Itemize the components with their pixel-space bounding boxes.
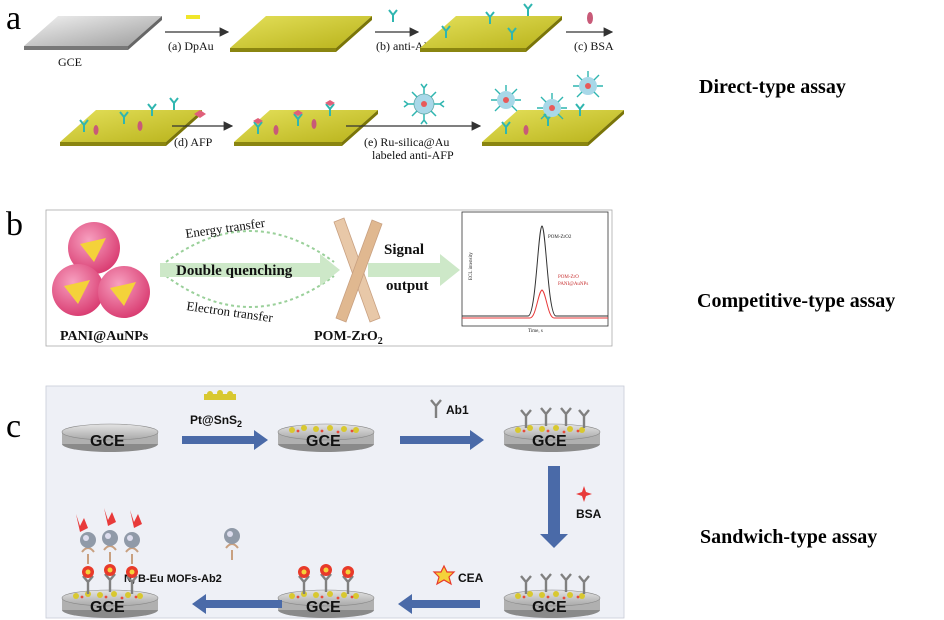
pani-aunp-icon xyxy=(52,222,150,318)
ecl-chart: POM-ZrO2 POM-ZrO PANI@AuNPs ECL intensit… xyxy=(461,211,609,334)
bsa-label: BSA xyxy=(576,507,602,521)
ecl-ylabel: ECL intensity xyxy=(469,252,474,280)
arrow-icon xyxy=(398,594,480,614)
ab1-label: Ab1 xyxy=(446,403,469,417)
arrow-icon xyxy=(400,430,484,450)
gce-label-c4: GCE xyxy=(532,599,567,616)
gce-label: GCE xyxy=(58,55,82,69)
panel-b-diagram: PANI@AuNPs Energy transfer Double quench… xyxy=(45,209,613,347)
signal-label-line2: output xyxy=(386,278,429,294)
gce-label-c6: GCE xyxy=(90,599,125,616)
direct-type-assay-label: Direct-type assay xyxy=(699,76,846,98)
signal-label-line1: Signal xyxy=(384,242,424,258)
arrow-icon xyxy=(368,254,460,286)
panel-letter-c: c xyxy=(6,408,22,445)
curve-pom-zro2 xyxy=(462,225,608,317)
panel-a-diagram: GCE (a) DpAu (b) anti-AFP (c) BSA (d) AF… xyxy=(24,3,624,162)
pani-label: PANI@AuNPs xyxy=(60,329,149,344)
arrow-icon xyxy=(192,594,282,614)
gold-plate-afp xyxy=(234,100,378,146)
gce-disc-sandwich xyxy=(61,508,159,619)
gold-plate-antibody xyxy=(420,3,562,52)
gce-label-c2: GCE xyxy=(306,433,341,450)
gce-plate xyxy=(24,16,162,50)
gce-label-c3: GCE xyxy=(532,433,567,450)
double-quenching-label: Double quenching xyxy=(176,263,293,279)
cea-icon xyxy=(432,564,456,586)
ru-silica-icon xyxy=(403,83,445,125)
sandwich-type-assay-label: Sandwich-type assay xyxy=(700,526,878,548)
curve1-label: POM-ZrO2 xyxy=(548,235,572,240)
step-e-label-line2: labeled anti-AFP xyxy=(372,148,454,162)
step-a-label: (a) DpAu xyxy=(168,39,214,53)
step-e-label-line1: (e) Ru-silica@Au xyxy=(364,135,449,149)
gce-label-c1: GCE xyxy=(90,433,125,450)
cea-label: CEA xyxy=(458,571,484,585)
star-icon xyxy=(576,486,592,502)
mofs-label: N, B-Eu MOFs-Ab2 xyxy=(124,573,222,585)
curve2-label-line2: PANI@AuNPs xyxy=(558,282,588,287)
gold-plate-bsa xyxy=(60,97,202,146)
step-d-label: (d) AFP xyxy=(174,135,213,149)
gold-plate xyxy=(230,16,372,52)
panel-letter-a: a xyxy=(6,0,22,37)
gce-label-c5: GCE xyxy=(306,599,341,616)
ru-silica-icon xyxy=(491,71,603,120)
pom-zro2-icon xyxy=(333,217,383,323)
pom-label: POM-ZrO2 xyxy=(314,329,383,347)
pt-sns2-label: Pt@SnS2 xyxy=(190,413,242,429)
dpau-icon xyxy=(186,15,200,19)
afp-icon xyxy=(194,110,206,118)
curve2-label-line1: POM-ZrO xyxy=(558,275,579,280)
arrow-icon xyxy=(182,430,268,450)
arrow-icon xyxy=(160,254,340,286)
panel-letter-b: b xyxy=(6,206,23,243)
arrow-icon xyxy=(540,466,568,548)
curve-pom-zro2-pani xyxy=(462,289,608,319)
step-c-label: (c) BSA xyxy=(574,39,614,53)
bsa-icon xyxy=(587,12,593,24)
gold-plate-final xyxy=(482,103,624,146)
pt-sns2-icon xyxy=(204,390,236,400)
ecl-xlabel: Time, s xyxy=(528,329,543,334)
competitive-type-assay-label: Competitive-type assay xyxy=(697,290,896,312)
